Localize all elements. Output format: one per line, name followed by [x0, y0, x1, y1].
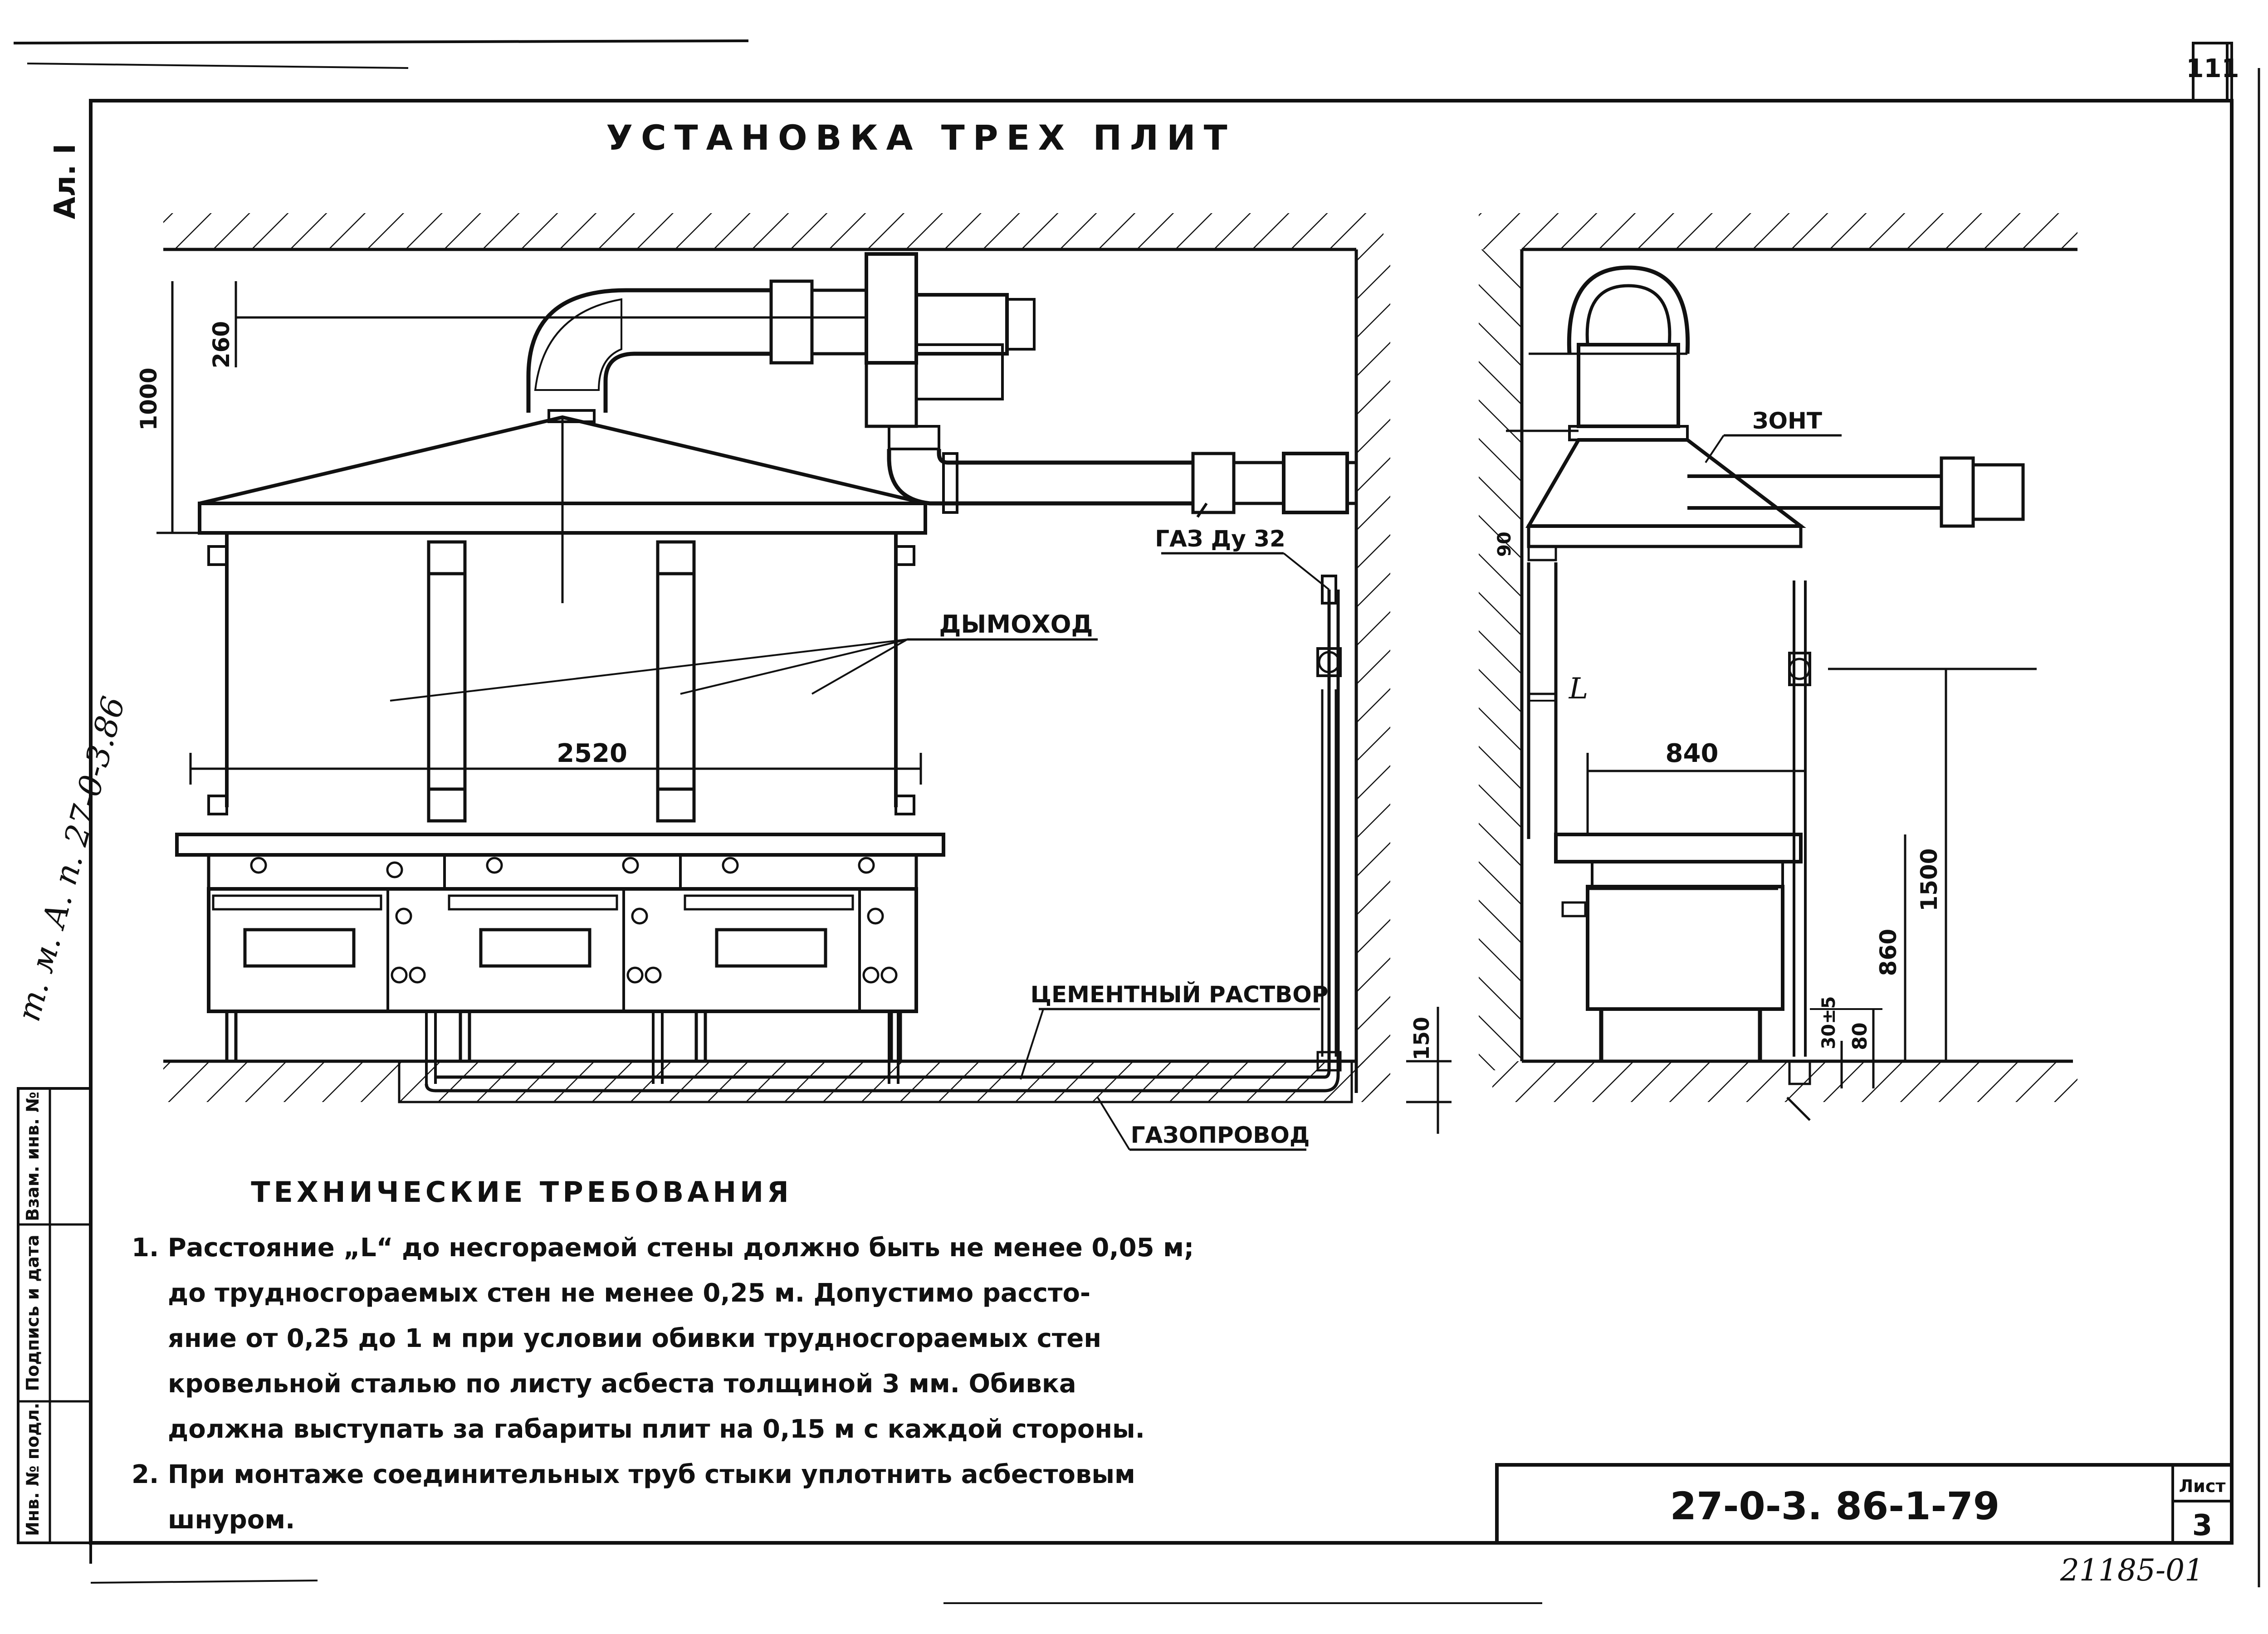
- stamp-replacement: Взам. инв. №: [23, 1092, 43, 1221]
- sheet-label: Лист: [2179, 1476, 2226, 1496]
- dim-2520: 2520: [557, 739, 627, 768]
- requirement-line-2: до трудносгораемых стен не менее 0,25 м.…: [168, 1278, 1090, 1308]
- front-view: 1000 260 2520 ДЫМОХОД ГАЗ Ду 32 ЦЕМЕНТНЫ…: [136, 213, 1452, 1151]
- dim-1500: 1500: [1916, 848, 1942, 911]
- stamp-inventory: Инв. № подл.: [23, 1403, 43, 1536]
- requirement-line-4: кровельной сталью по листу асбеста толщи…: [168, 1369, 1076, 1399]
- label-cement: ЦЕМЕНТНЫЙ РАСТВОР: [1031, 981, 1329, 1008]
- requirement-line-1: 1. Расстояние „L“ до несгораемой стены д…: [132, 1233, 1194, 1263]
- label-distance-L: L: [1569, 672, 1589, 706]
- document-code: 27-0-3. 86-1-79: [1670, 1484, 2000, 1528]
- label-gas-inlet: ГАЗ Ду 32: [1155, 526, 1286, 552]
- side-view: ЗОНТ 90 L 840: [1479, 213, 2077, 1121]
- requirement-line-7: шнуром.: [168, 1505, 295, 1535]
- album-label: Ал. I: [49, 144, 82, 219]
- sheet-frame: [89, 42, 2260, 1587]
- sheet-number: 3: [2192, 1509, 2213, 1542]
- dim-80: 80: [1848, 1022, 1872, 1050]
- stamp-signature: Подпись и дата: [23, 1234, 43, 1391]
- requirement-line-6: 2. При монтаже соединительных труб стыки…: [132, 1460, 1135, 1489]
- dim-30: 30±5: [1818, 996, 1839, 1049]
- drawing-title: УСТАНОВКА ТРЕХ ПЛИТ: [606, 117, 1235, 158]
- label-chimney: ДЫМОХОД: [939, 610, 1093, 639]
- requirement-line-5: должна выступать за габариты плит на 0,1…: [168, 1415, 1145, 1444]
- dim-860: 860: [1875, 929, 1901, 976]
- requirements-heading: ТЕХНИЧЕСКИЕ ТРЕБОВАНИЯ: [251, 1176, 792, 1209]
- dim-90: 90: [1494, 532, 1515, 557]
- requirement-line-3: яние от 0,25 до 1 м при условии обивки т…: [168, 1324, 1101, 1353]
- dim-150: 150: [1409, 1017, 1434, 1060]
- label-hood: ЗОНТ: [1752, 408, 1822, 434]
- side-code: т. м. А. п. 27-0-3.86: [10, 693, 132, 1025]
- archive-number: 21185-01: [2060, 1553, 2204, 1588]
- dim-260: 260: [208, 321, 235, 368]
- dim-840: 840: [1666, 739, 1719, 768]
- stamp-strip: Инв. № подл. Подпись и дата Взам. инв. №: [17, 1087, 92, 1544]
- technical-requirements: ТЕХНИЧЕСКИЕ ТРЕБОВАНИЯ 1. Расстояние „L“…: [132, 1176, 1194, 1535]
- title-block: 27-0-3. 86-1-79 Лист 3: [1495, 1463, 2234, 1545]
- label-gas-pipe: ГАЗОПРОВОД: [1131, 1122, 1310, 1148]
- page-number: 111: [2186, 54, 2239, 83]
- dim-1000: 1000: [136, 367, 162, 430]
